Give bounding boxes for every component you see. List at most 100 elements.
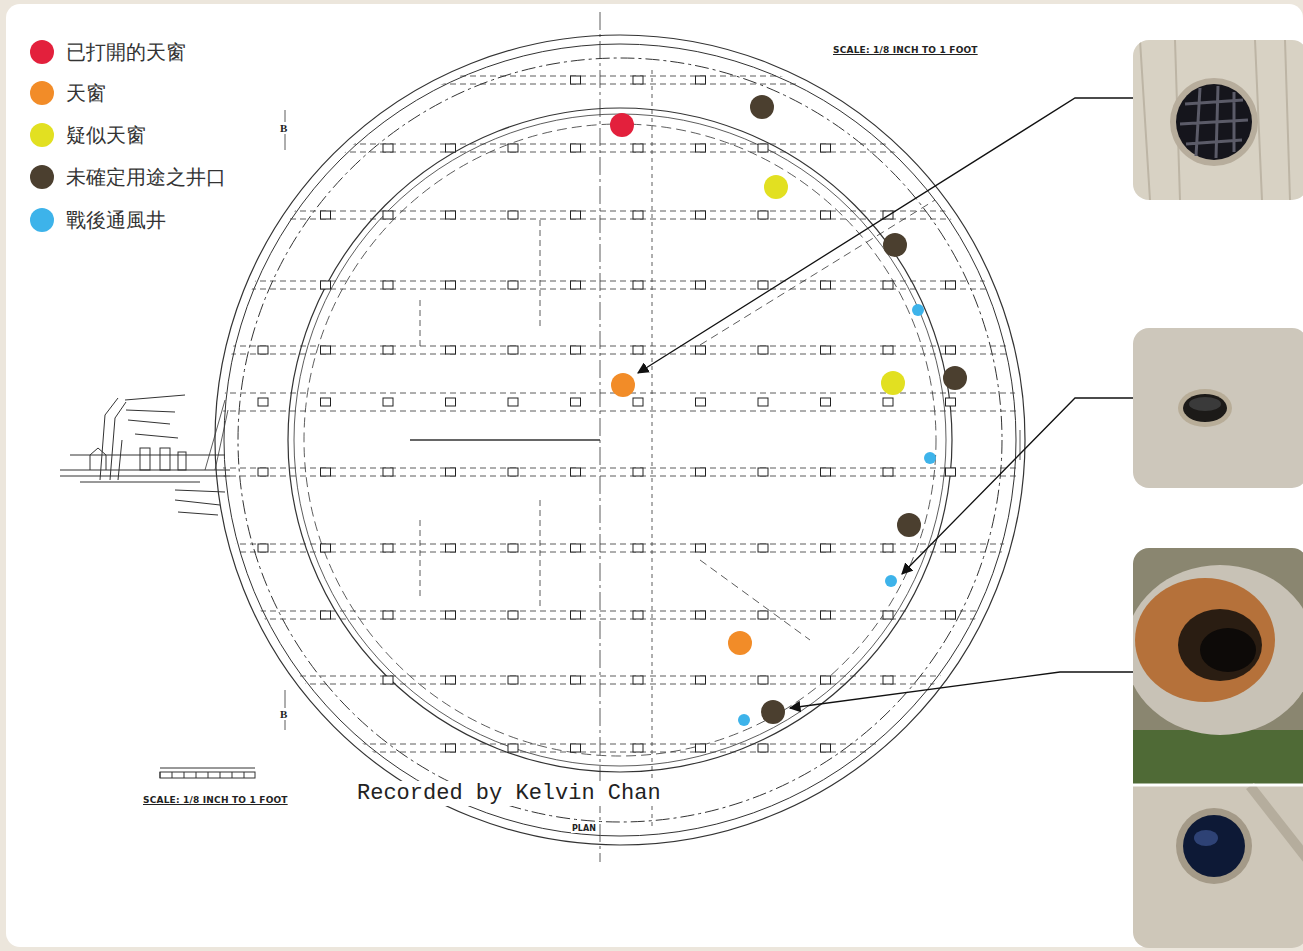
photo-shafts: [1133, 548, 1303, 948]
column-square: [633, 144, 643, 152]
column-square: [571, 611, 581, 619]
inlet-pipe-detail: [90, 448, 106, 470]
column-square: [446, 468, 456, 476]
photo-grate: [1133, 40, 1303, 200]
scale-note: SCALE: 1/8 INCH TO 1 FOOT: [832, 45, 979, 55]
photo-vent-hole: [1189, 397, 1221, 411]
column-square: [383, 346, 393, 354]
inlet-pipe-detail: [178, 452, 186, 470]
photo-shafts: [1133, 786, 1303, 948]
column-square: [696, 611, 706, 619]
survey-dot: [610, 113, 634, 137]
photo-vent-hole: [1183, 394, 1227, 422]
legend-swatch: [30, 208, 54, 232]
column-square: [633, 611, 643, 619]
column-square: [321, 468, 331, 476]
column-square: [633, 676, 643, 684]
column-square: [383, 281, 393, 289]
column-square: [696, 676, 706, 684]
photo-vent-hole: [1178, 389, 1232, 427]
inlet-pipe-detail: [160, 448, 170, 470]
survey-dot: [885, 575, 897, 587]
column-square: [508, 281, 518, 289]
column-square: [508, 398, 518, 406]
column-square: [571, 544, 581, 552]
column-square: [696, 76, 706, 84]
column-square: [758, 544, 768, 552]
column-square: [946, 468, 956, 476]
column-square: [758, 611, 768, 619]
column-square: [821, 144, 831, 152]
column-square: [508, 676, 518, 684]
photo-shafts: [1135, 578, 1275, 702]
inlet-pipe-detail: [125, 395, 225, 515]
column-square: [571, 744, 581, 752]
column-square: [321, 346, 331, 354]
photo-shafts: [1133, 565, 1303, 735]
column-square: [446, 211, 456, 219]
legend-swatch: [30, 40, 54, 64]
legend-label: 疑似天窗: [66, 122, 146, 149]
legend-label: 未確定用途之井口: [66, 164, 226, 191]
column-square: [883, 676, 893, 684]
scale-bar: [160, 772, 244, 778]
column-square: [571, 281, 581, 289]
column-square: [758, 281, 768, 289]
column-square: [946, 544, 956, 552]
column-square: [633, 76, 643, 84]
inlet-pipe-detail: [60, 455, 230, 482]
column-square: [633, 281, 643, 289]
leader-lines: [790, 672, 1133, 708]
survey-dot: [943, 366, 967, 390]
survey-dot: [738, 714, 750, 726]
centre-lines: [420, 300, 421, 350]
column-square: [946, 611, 956, 619]
column-square: [633, 744, 643, 752]
column-square: [383, 398, 393, 406]
legend-label: 已打開的天窗: [66, 39, 186, 66]
leader-lines: [638, 98, 1133, 373]
column-square: [571, 398, 581, 406]
column-square: [508, 744, 518, 752]
inlet-pipe-detail: [100, 398, 126, 480]
column-square: [883, 281, 893, 289]
photo-vent-hole: [1133, 328, 1303, 488]
column-square: [821, 544, 831, 552]
column-square: [258, 468, 268, 476]
centre-lines: [600, 12, 601, 862]
column-square: [946, 398, 956, 406]
column-square: [696, 144, 706, 152]
photo-vent-hole: [1133, 328, 1303, 488]
reservoir-outline: [238, 58, 1002, 822]
legend-swatch: [30, 165, 54, 189]
centre-lines: [420, 520, 421, 600]
column-square: [758, 398, 768, 406]
column-square: [633, 398, 643, 406]
column-square: [258, 398, 268, 406]
survey-dot: [924, 452, 936, 464]
column-square: [633, 346, 643, 354]
column-square: [258, 346, 268, 354]
column-square: [508, 468, 518, 476]
photo-shafts: [1183, 815, 1245, 877]
legend-label: 戰後通風井: [66, 207, 166, 234]
section-mark: B: [279, 708, 288, 720]
column-square: [508, 611, 518, 619]
column-square: [571, 346, 581, 354]
column-square: [883, 346, 893, 354]
survey-dot: [883, 233, 907, 257]
beam-line: [200, 744, 1040, 745]
column-square: [446, 676, 456, 684]
centre-lines: [285, 12, 1020, 862]
beam-line: [200, 411, 1040, 412]
legend-row: 天窗: [30, 79, 106, 107]
column-square: [383, 544, 393, 552]
legend-row: 未確定用途之井口: [30, 163, 226, 191]
column-square: [821, 676, 831, 684]
reservoir-outline: [294, 114, 946, 766]
column-square: [446, 281, 456, 289]
reservoir-outline: [215, 35, 1025, 845]
column-square: [633, 211, 643, 219]
column-square: [696, 281, 706, 289]
